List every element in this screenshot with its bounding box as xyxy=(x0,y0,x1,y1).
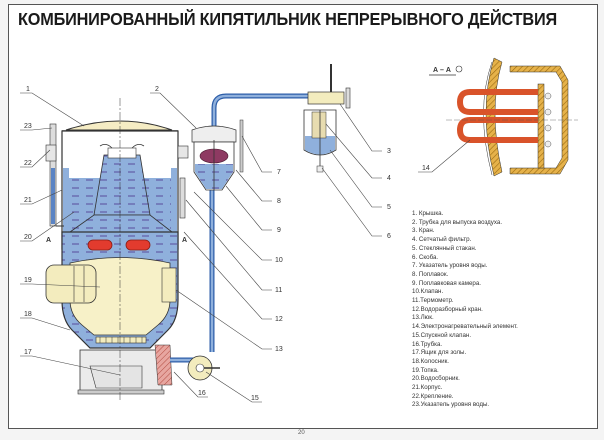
callout-14: 14 xyxy=(422,165,430,172)
legend-item: 21.Корпус. xyxy=(412,384,443,392)
callout-6: 6 xyxy=(387,233,391,240)
hatch xyxy=(161,267,177,303)
legend-item: 16.Трубка. xyxy=(412,340,443,348)
legend-item: 14.Электронагревательный элемент. xyxy=(412,323,518,331)
callout-18: 18 xyxy=(24,311,32,318)
heating-element-upper xyxy=(456,89,538,115)
legend-item: 12.Водоразборный кран. xyxy=(412,305,483,313)
left-water-level-indicator xyxy=(45,123,64,227)
drain-valve xyxy=(187,355,220,381)
section-aa-label: А – А xyxy=(433,67,451,74)
callout-7: 7 xyxy=(277,169,281,176)
callout-21: 21 xyxy=(24,197,32,204)
callout-12: 12 xyxy=(275,316,283,323)
callout-8: 8 xyxy=(277,198,281,205)
legend-item: 4. Сетчатый фильтр. xyxy=(412,236,472,244)
legend-item: 3. Кран. xyxy=(412,227,435,235)
callout-1: 1 xyxy=(26,86,30,93)
legend-item: 18.Колосник. xyxy=(412,357,450,365)
callout-9: 9 xyxy=(277,227,281,234)
legend-item: 8. Поплавок. xyxy=(412,270,449,278)
callout-22: 22 xyxy=(24,160,32,167)
callout-23: 23 xyxy=(24,123,32,130)
legend-item: 6. Скоба. xyxy=(412,253,439,261)
legend-item: 22.Крепление. xyxy=(412,392,454,400)
legend-item: 10.Клапан. xyxy=(412,288,444,296)
parts-legend: 1. Крышка. 2. Трубка для выпуска воздуха… xyxy=(412,210,518,410)
pipes xyxy=(170,93,312,363)
section-marker-left: А xyxy=(46,237,51,244)
legend-item: 23.Указатель уровня воды. xyxy=(412,401,490,409)
mesh-filter xyxy=(311,111,327,139)
callout-15: 15 xyxy=(251,395,259,402)
callout-4: 4 xyxy=(387,175,391,182)
boiler-body xyxy=(45,98,179,400)
callout-20: 20 xyxy=(24,234,32,241)
callout-19: 19 xyxy=(24,277,32,284)
diagram-title: КОМБИНИРОВАННЫЙ КИПЯТИЛЬНИК НЕПРЕРЫВНОГО… xyxy=(18,9,557,29)
callout-16: 16 xyxy=(198,390,206,397)
grate xyxy=(95,336,147,344)
filter-assembly xyxy=(303,64,351,173)
float-chamber xyxy=(191,119,244,191)
callout-11: 11 xyxy=(275,287,282,294)
callout-2: 2 xyxy=(155,86,159,93)
heater-right xyxy=(125,239,151,251)
legend-item: 5. Стеклянный стакан. xyxy=(412,244,477,252)
legend-item: 19.Топка. xyxy=(412,366,439,374)
legend-item: 13.Люк. xyxy=(412,314,434,322)
section-marker-right: А xyxy=(182,237,187,244)
heater-housing xyxy=(509,65,569,175)
heating-element-lower xyxy=(456,117,538,143)
heater-left xyxy=(87,239,113,251)
thermometer xyxy=(177,145,189,219)
section-aa: А – А xyxy=(429,57,578,177)
legend-item: 7. Указатель уровня воды. xyxy=(412,262,488,270)
water-collector-cone xyxy=(93,154,151,216)
legend-item: 11.Термометр. xyxy=(412,297,454,305)
callout-3: 3 xyxy=(387,148,391,155)
callout-5: 5 xyxy=(387,204,391,211)
page-number: 20 xyxy=(298,430,305,436)
legend-item: 17.Ящик для золы. xyxy=(412,349,467,357)
legend-item: 2. Трубка для выпуска воздуха. xyxy=(412,218,503,226)
callout-numbers: 1 2 3 4 5 6 7 8 9 10 11 12 13 14 15 16 1… xyxy=(24,86,430,402)
firebox-door xyxy=(45,264,97,304)
legend-item: 1. Крышка. xyxy=(412,210,444,217)
legend-item: 9. Поплавковая камера. xyxy=(412,279,481,287)
callout-17: 17 xyxy=(24,349,32,356)
callouts xyxy=(20,92,471,403)
legend-item: 20.Водосборник. xyxy=(412,375,460,383)
callout-10: 10 xyxy=(275,257,283,264)
legend-item: 15.Спускной клапан. xyxy=(412,331,472,339)
callout-13: 13 xyxy=(275,346,283,353)
lid xyxy=(65,120,173,131)
